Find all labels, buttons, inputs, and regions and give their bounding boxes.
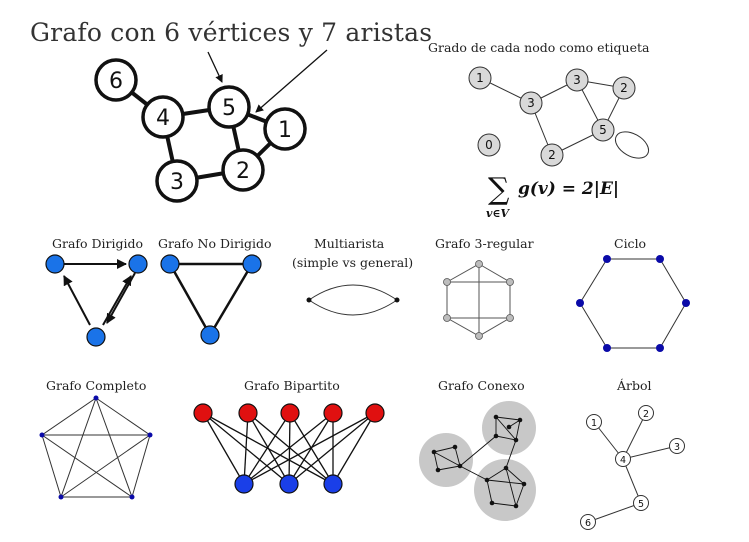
formula-body: g(v) = 2|E| [518,179,619,199]
handshake-formula: ∑ v∈V g(v) = 2|E| [486,172,619,220]
degree-label-3b: 3 [573,73,581,87]
vertex-5-label: 5 [222,96,236,121]
degree-graph-title: Grado de cada nodo como etiqueta [428,40,650,55]
vertex-3-label: 3 [170,170,184,195]
complete-graph [40,396,152,499]
vertex-6-label: 6 [109,69,123,94]
undirected-graph [168,262,254,336]
vertex-1-label: 1 [278,118,292,143]
vertex-1 [263,107,307,151]
vertex-6 [94,58,138,102]
tree-label-3: 3 [674,442,680,453]
tree-label-6: 6 [585,518,591,529]
vertex-4 [141,95,185,139]
multigraph-subtitle: (simple vs general) [292,255,414,270]
connected-title: Grafo Conexo [438,378,525,393]
degree-label-1: 1 [476,71,484,85]
degree-label-2a: 2 [620,81,628,95]
directed-graph [63,259,136,326]
connected-graph [419,401,536,521]
vertex-4-label: 4 [156,106,170,131]
arrow-to-edge-5-1 [255,49,328,113]
self-loop [614,131,650,159]
sum-symbol: ∑ [488,172,510,207]
multigraph [308,284,398,316]
tree-label-4: 4 [620,455,626,466]
bipartite-title: Grafo Bipartito [244,378,340,393]
regular-graph [446,263,511,337]
bipartite-graph [202,412,376,485]
degree-label-3a: 3 [527,96,535,110]
sum-subscript: v∈V [486,207,511,220]
cycle-graph [576,255,690,352]
degree-label-2b: 2 [548,148,556,162]
vertex-2-label: 2 [236,159,250,184]
vertex-2 [221,148,265,192]
tree-label-5: 5 [638,499,644,510]
complete-title: Grafo Completo [46,378,147,393]
directed-title: Grafo Dirigido [52,236,144,251]
tree-title: Árbol [617,378,652,393]
main-graph-nodes [94,58,307,203]
degree-label-5: 5 [599,123,607,137]
regular-title: Grafo 3-regular [435,236,534,251]
degree-label-0: 0 [485,138,493,152]
multigraph-title: Multiarista [314,236,385,251]
tree-label-2: 2 [643,409,649,420]
undirected-title: Grafo No Dirigido [158,236,272,251]
tree-graph [587,412,678,523]
vertex-3 [155,159,199,203]
main-graph-title: Grafo con 6 vértices y 7 aristas [30,18,433,47]
cycle-title: Ciclo [614,236,647,251]
arrow-to-vertex-5 [207,51,223,83]
tree-label-1: 1 [591,418,597,429]
vertex-5 [207,85,251,129]
